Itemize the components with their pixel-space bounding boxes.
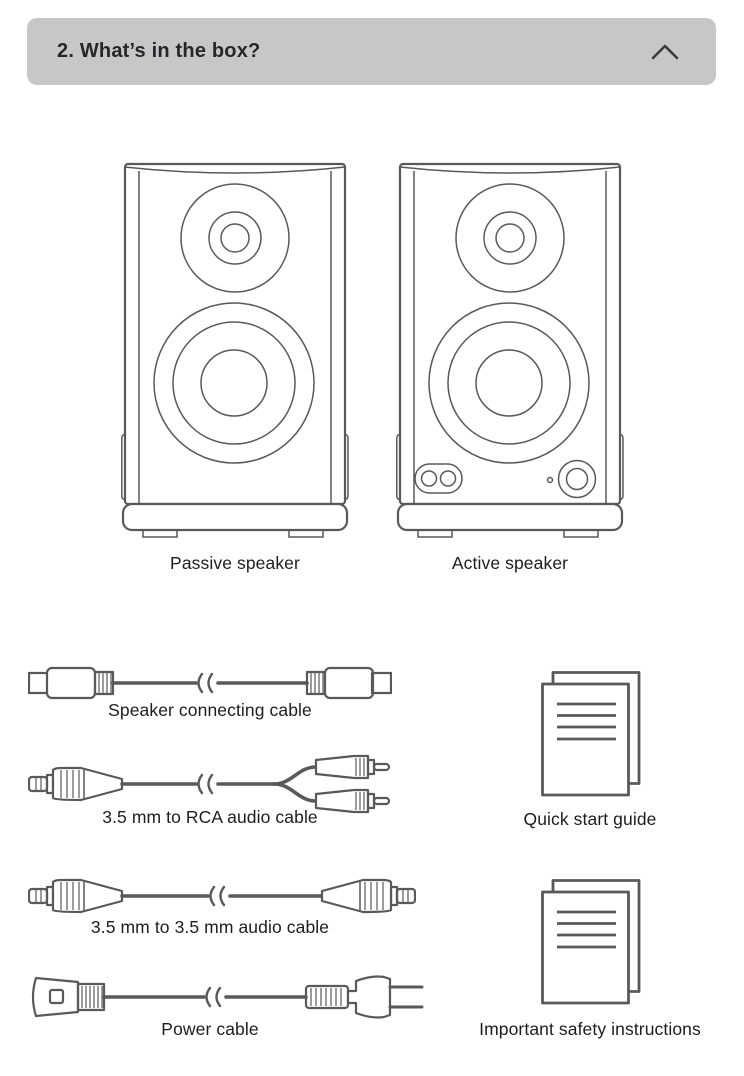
speaker-connecting-cable-illustration bbox=[28, 666, 392, 700]
accordion-header[interactable]: 2. What’s in the box? bbox=[27, 18, 716, 85]
baffle-top-edge bbox=[124, 166, 346, 174]
woofer bbox=[428, 302, 590, 464]
text-lines bbox=[557, 702, 616, 741]
led-indicator bbox=[546, 476, 554, 484]
power-cable-illustration bbox=[31, 975, 424, 1019]
cabinet bbox=[123, 162, 347, 506]
jack-3-5mm bbox=[28, 766, 124, 802]
ac-wall-plug bbox=[304, 975, 424, 1019]
active-speaker-label: Active speaker bbox=[451, 553, 569, 573]
passive-speaker-illustration bbox=[121, 162, 349, 538]
passive-speaker-label: Passive speaker bbox=[170, 553, 300, 573]
quick-start-guide-illustration bbox=[541, 671, 641, 797]
appliance-plug bbox=[31, 976, 106, 1018]
cabinet bbox=[398, 162, 622, 506]
feet bbox=[142, 529, 324, 538]
tweeter bbox=[180, 183, 290, 293]
quick-start-guide-label: Quick start guide bbox=[523, 809, 657, 829]
woofer bbox=[153, 302, 315, 464]
volume-knob bbox=[557, 459, 597, 499]
section-title: 2. What’s in the box? bbox=[57, 40, 261, 62]
base-plinth bbox=[396, 502, 624, 532]
rca-plug-top bbox=[314, 754, 391, 780]
tweeter bbox=[455, 183, 565, 293]
safety-instructions-illustration bbox=[541, 879, 641, 1005]
input-buttons bbox=[414, 463, 463, 494]
aux-cable-illustration bbox=[28, 878, 416, 914]
rca-plug-bottom bbox=[314, 788, 391, 814]
text-lines bbox=[557, 910, 616, 949]
safety-instructions-label: Important safety instructions bbox=[479, 1019, 701, 1039]
chevron-up-icon[interactable] bbox=[651, 43, 679, 60]
power-cable-label: Power cable bbox=[161, 1019, 259, 1039]
base-plinth bbox=[121, 502, 349, 532]
jack-3-5mm-left bbox=[28, 878, 124, 914]
baffle-top-edge bbox=[399, 166, 621, 174]
active-speaker-illustration bbox=[396, 162, 624, 538]
feet bbox=[417, 529, 599, 538]
rca-cable-label: 3.5 mm to RCA audio cable bbox=[102, 807, 318, 827]
jack-3-5mm-right bbox=[320, 878, 416, 914]
speaker-cable-label: Speaker connecting cable bbox=[108, 700, 312, 720]
rca-cable-illustration bbox=[28, 754, 391, 814]
aux-cable-label: 3.5 mm to 3.5 mm audio cable bbox=[90, 917, 330, 937]
